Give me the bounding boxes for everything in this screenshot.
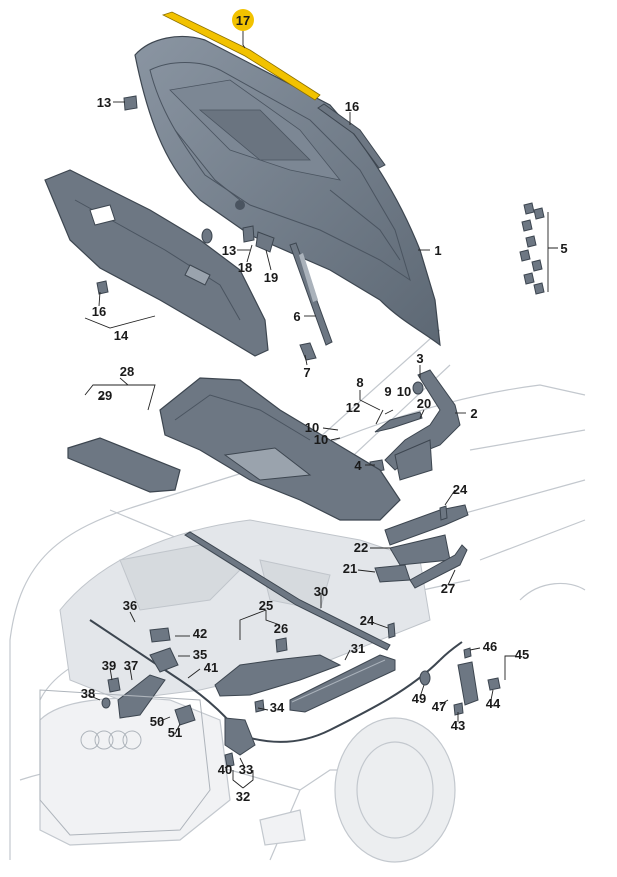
label-part-7: 7 bbox=[303, 365, 310, 380]
gas-strut bbox=[289, 242, 333, 361]
label-part-13: 13 bbox=[97, 95, 111, 110]
label-part-19: 18 bbox=[238, 260, 252, 275]
cover-panel-part-29 bbox=[67, 437, 181, 493]
label-part-31: 31 bbox=[351, 641, 365, 656]
label-part-23: 22 bbox=[354, 540, 368, 555]
hood-panel bbox=[134, 35, 441, 347]
lock-and-cable bbox=[89, 619, 501, 768]
label-part-29: 29 bbox=[98, 388, 112, 403]
label-part-41: 41 bbox=[204, 660, 218, 675]
label-part-4: 4 bbox=[354, 458, 362, 473]
label-part-34: 34 bbox=[270, 700, 285, 715]
label-part-14: 13 bbox=[222, 243, 236, 258]
side-seals bbox=[374, 504, 469, 639]
part-labels: 17 13 16 1 5 13 18 19 16 14 6 7 3 28 8 2… bbox=[81, 13, 568, 804]
label-part-24a: 24 bbox=[453, 482, 468, 497]
label-part-22: 21 bbox=[343, 561, 357, 576]
screw-set bbox=[519, 202, 545, 295]
label-part-35: 35 bbox=[193, 647, 207, 662]
label-part-51: 51 bbox=[168, 725, 182, 740]
label-part-30: 30 bbox=[314, 584, 328, 599]
label-part-49: 49 bbox=[412, 691, 426, 706]
leader-lines bbox=[84, 28, 558, 789]
insulation-mat bbox=[44, 169, 269, 357]
cowl-panel bbox=[159, 377, 401, 521]
label-part-8: 8 bbox=[356, 375, 363, 390]
label-part-38: 38 bbox=[81, 686, 95, 701]
label-part-2: 2 bbox=[470, 406, 477, 421]
label-part-40: 40 bbox=[218, 762, 232, 777]
label-part-44: 44 bbox=[486, 696, 501, 711]
hood-seal-part-18 bbox=[161, 11, 321, 101]
rubber-strip-part-17 bbox=[317, 103, 386, 169]
label-part-17: 16 bbox=[345, 99, 359, 114]
label-part-11: 10 bbox=[305, 420, 319, 435]
highlight-badge bbox=[232, 9, 254, 31]
label-part-24b: 24 bbox=[360, 613, 375, 628]
label-part-50: 50 bbox=[150, 714, 164, 729]
front-seal-strips bbox=[184, 531, 396, 713]
label-part-20: 19 bbox=[264, 270, 278, 285]
label-part-27: 27 bbox=[441, 581, 455, 596]
small-fasteners bbox=[96, 95, 275, 295]
label-part-15: 14 bbox=[114, 328, 129, 343]
label-part-25: 25 bbox=[259, 598, 273, 613]
label-part-47: 47 bbox=[432, 699, 446, 714]
label-part-16: 16 bbox=[92, 304, 106, 319]
label-part-1: 1 bbox=[434, 243, 441, 258]
label-part-12: 12 bbox=[346, 400, 360, 415]
car-outline bbox=[9, 329, 586, 863]
label-part-45: 45 bbox=[515, 647, 529, 662]
label-part-32: 32 bbox=[236, 789, 250, 804]
label-part-10b: 10 bbox=[314, 432, 328, 447]
label-part-46: 46 bbox=[483, 639, 497, 654]
label-part-6: 6 bbox=[293, 309, 300, 324]
label-part-37: 37 bbox=[124, 658, 138, 673]
label-part-36: 36 bbox=[123, 598, 137, 613]
label-part-21: 20 bbox=[417, 396, 431, 411]
label-part-3: 3 bbox=[416, 351, 423, 366]
label-part-33: 33 bbox=[239, 762, 253, 777]
label-part-26: 26 bbox=[274, 621, 288, 636]
label-part-43: 43 bbox=[451, 718, 465, 733]
label-part-28: 28 bbox=[120, 364, 134, 379]
label-part-39: 39 bbox=[102, 658, 116, 673]
trim-cover-part-25 bbox=[214, 654, 342, 697]
hood-hinge bbox=[369, 369, 461, 481]
label-part-5: 5 bbox=[560, 241, 567, 256]
label-part-9: 9 bbox=[384, 384, 391, 399]
label-part-18: 17 bbox=[236, 13, 250, 28]
label-part-10: 10 bbox=[397, 384, 411, 399]
label-part-42: 42 bbox=[193, 626, 207, 641]
front-grille bbox=[39, 689, 211, 836]
